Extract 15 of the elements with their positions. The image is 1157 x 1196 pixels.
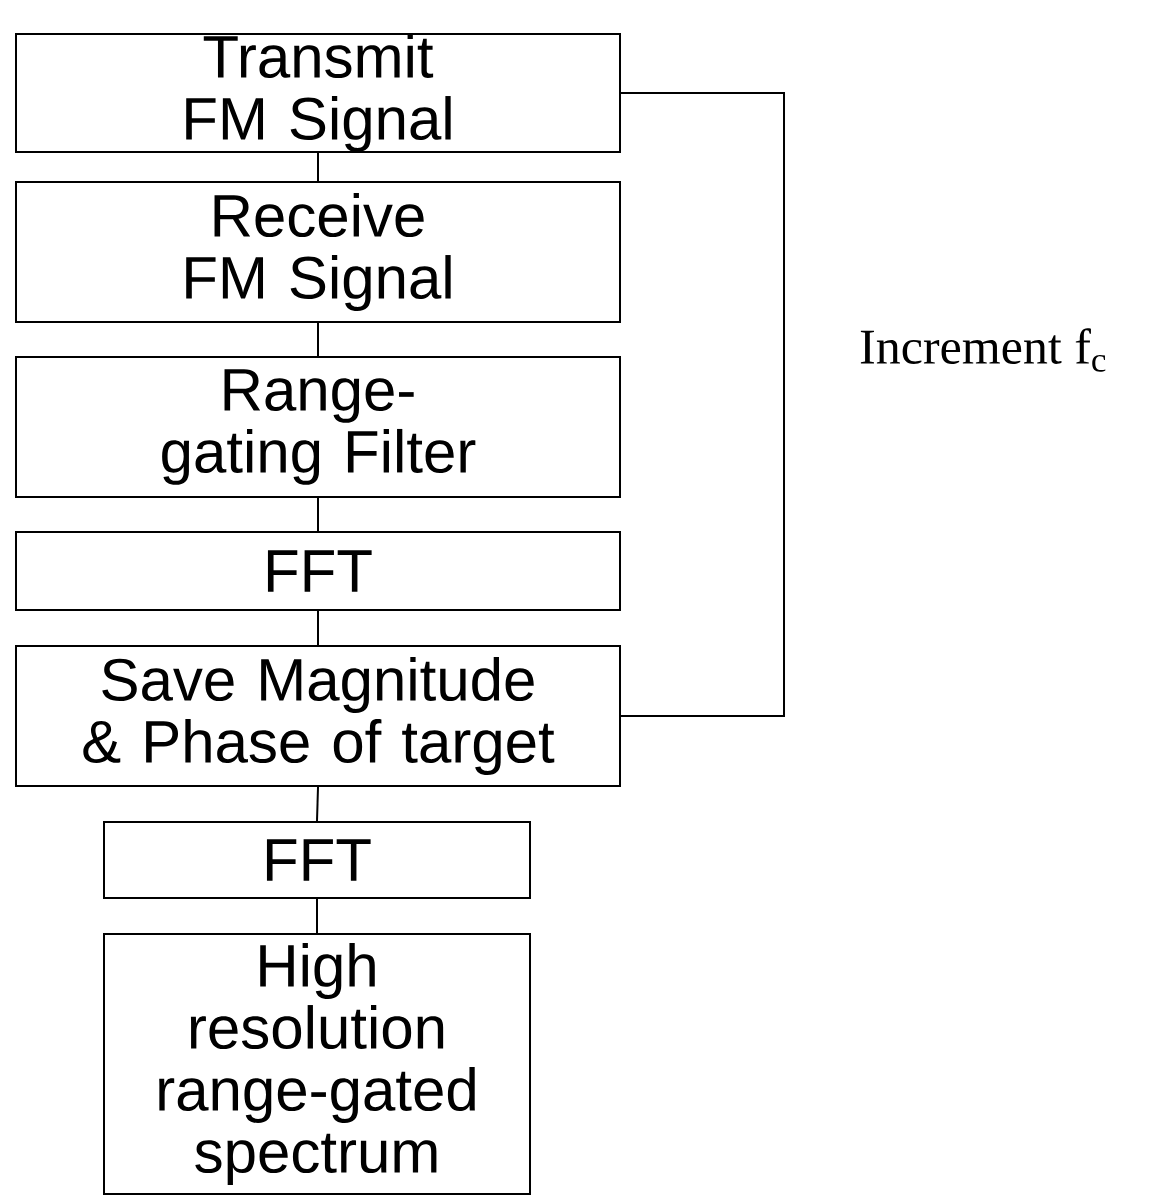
process-box: Save Magnitude & Phase of target	[15, 645, 621, 787]
edge-label: Increment f$_{c}$	[857, 326, 1109, 374]
process-box: Receive FM Signal	[15, 181, 621, 323]
connector-line	[317, 151, 319, 182]
process-box: Transmit FM Signal	[15, 33, 621, 153]
process-box: FFT	[15, 531, 621, 611]
connector-line	[317, 610, 319, 646]
connector-line	[317, 497, 319, 532]
process-box: FFT	[103, 821, 531, 899]
process-box: High resolution range-gated spectrum	[103, 933, 531, 1195]
process-box: Range-gating Filter	[15, 356, 621, 498]
connector-line	[316, 898, 318, 934]
connector-line	[317, 322, 319, 357]
connector-line	[316, 786, 319, 822]
connector-line	[620, 92, 785, 717]
